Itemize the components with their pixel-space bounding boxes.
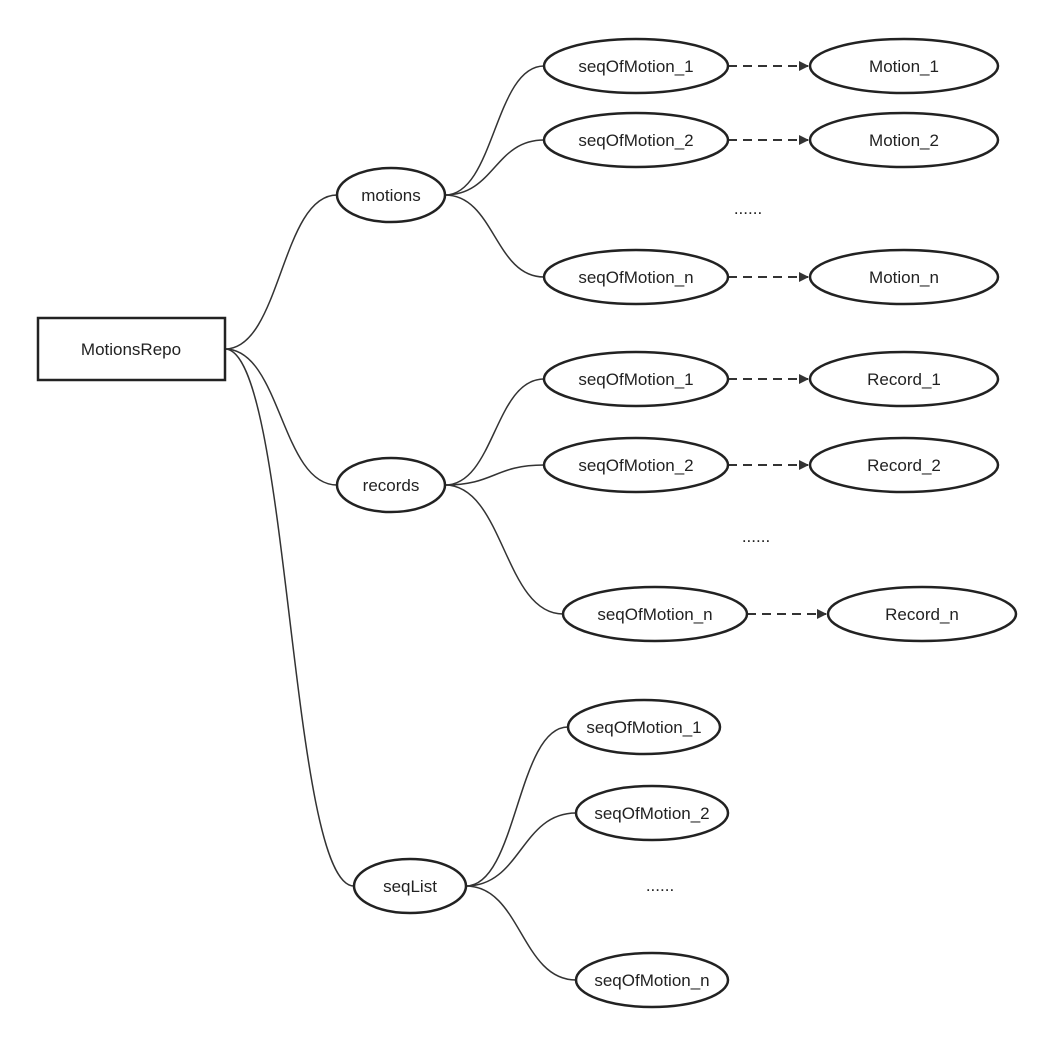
edge-seqList-child <box>465 726 569 887</box>
target-node[interactable]: Record_2 <box>808 436 1000 494</box>
edge-records-child <box>444 484 564 615</box>
seq-node-label: seqOfMotion_1 <box>578 370 693 389</box>
seq-node[interactable]: seqOfMotion_2 <box>574 784 730 842</box>
target-node-label: Motion_n <box>869 268 939 287</box>
seq-node[interactable]: seqOfMotion_n <box>542 248 730 306</box>
seq-node-label: seqOfMotion_n <box>594 971 709 990</box>
seq-node[interactable]: seqOfMotion_1 <box>542 350 730 408</box>
root-node-label: MotionsRepo <box>81 340 181 359</box>
ellipsis-text: ...... <box>734 199 762 218</box>
edge-root-motions <box>224 194 338 350</box>
ellipsis-text: ...... <box>742 527 770 546</box>
seq-node-label: seqOfMotion_1 <box>586 718 701 737</box>
edge-root-seqList <box>224 348 355 887</box>
seq-node-label: seqOfMotion_2 <box>578 131 693 150</box>
seq-node-label: seqOfMotion_2 <box>578 456 693 475</box>
seq-node[interactable]: seqOfMotion_2 <box>542 436 730 494</box>
edge-seqList-child <box>465 885 577 981</box>
target-node[interactable]: Motion_n <box>808 248 1000 306</box>
seq-node[interactable]: seqOfMotion_n <box>574 951 730 1009</box>
seq-node-label: seqOfMotion_n <box>578 268 693 287</box>
branch-node-seqList[interactable]: seqList <box>352 857 468 915</box>
target-node-label: Record_2 <box>867 456 941 475</box>
seq-node-label: seqOfMotion_1 <box>578 57 693 76</box>
edge-records-child <box>444 378 545 486</box>
branch-node-seqList-label: seqList <box>383 877 437 896</box>
target-node-label: Motion_2 <box>869 131 939 150</box>
seq-node[interactable]: seqOfMotion_n <box>561 585 749 643</box>
branch-node-records-label: records <box>363 476 420 495</box>
edge-root-records <box>224 348 338 486</box>
target-node[interactable]: Record_n <box>826 585 1018 643</box>
seq-node[interactable]: seqOfMotion_1 <box>542 37 730 95</box>
ellipsis-text: ...... <box>646 876 674 895</box>
branch-node-records[interactable]: records <box>335 456 447 514</box>
target-node[interactable]: Record_1 <box>808 350 1000 408</box>
seq-node-label: seqOfMotion_2 <box>594 804 709 823</box>
target-node-label: Motion_1 <box>869 57 939 76</box>
edge-motions-child <box>444 65 545 196</box>
seq-node[interactable]: seqOfMotion_1 <box>566 698 722 756</box>
edge-records-child <box>444 464 545 486</box>
seq-node[interactable]: seqOfMotion_2 <box>542 111 730 169</box>
root-node[interactable]: MotionsRepo <box>36 316 227 382</box>
branch-node-motions-label: motions <box>361 186 421 205</box>
edge-seqList-child <box>465 812 577 887</box>
target-node-label: Record_1 <box>867 370 941 389</box>
target-node[interactable]: Motion_1 <box>808 37 1000 95</box>
edge-motions-child <box>444 194 545 278</box>
branch-node-motions[interactable]: motions <box>335 166 447 224</box>
target-node[interactable]: Motion_2 <box>808 111 1000 169</box>
seq-node-label: seqOfMotion_n <box>597 605 712 624</box>
target-node-label: Record_n <box>885 605 959 624</box>
edge-motions-child <box>444 139 545 196</box>
